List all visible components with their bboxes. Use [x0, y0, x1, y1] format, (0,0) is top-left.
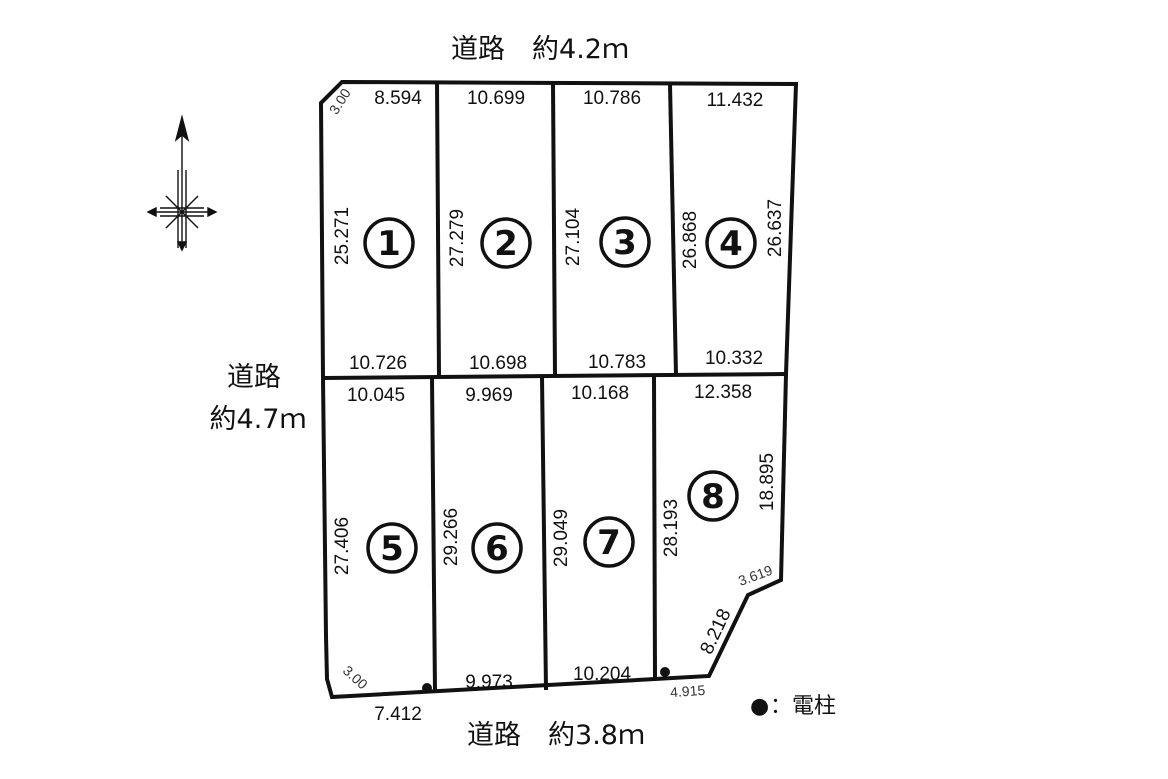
lot-6-number: 6	[485, 529, 509, 569]
lot-7-west-dim: 29.049	[551, 509, 572, 567]
utility-pole-marker	[422, 683, 432, 693]
lot-2: 2	[480, 217, 532, 269]
lot-6-west-dim: 29.266	[441, 508, 462, 566]
lot-7-north-dim: 10.168	[571, 383, 629, 404]
lot-5-north-dim: 10.045	[347, 385, 405, 406]
lot-2-north-dim: 10.699	[467, 88, 525, 109]
lot-4-south-dim: 10.332	[705, 348, 763, 369]
lot-1: 1	[363, 217, 415, 269]
lot-1-number: 1	[377, 224, 401, 264]
north-arrow-compass-icon	[146, 114, 218, 252]
lot-6-north-dim: 9.969	[465, 385, 513, 406]
lot-2-west-dim: 27.279	[447, 209, 468, 267]
legend: ● ：電柱	[750, 694, 836, 719]
lot-3-west-dim: 27.104	[563, 208, 584, 267]
lot-4-west-dim: 26.868	[680, 211, 701, 269]
road-west-label-line1: 道路	[227, 362, 281, 393]
legend-pole-label: ：電柱	[770, 694, 836, 719]
lot-5-corner-dim: 3.00	[340, 662, 371, 692]
lot-4: 4	[705, 217, 757, 269]
lot-1-north-dim: 8.594	[374, 88, 422, 109]
lot-3-south-dim: 10.783	[588, 352, 646, 373]
lot-7-south-dim: 10.204	[573, 664, 632, 685]
lot-6-south-dim: 9.973	[465, 672, 513, 693]
lot-2-south-dim: 10.698	[469, 353, 527, 374]
lot-7: 7	[583, 516, 635, 568]
road-south-label: 道路 約3.8ｍ	[467, 720, 645, 751]
site-outer-boundary	[318, 79, 799, 700]
lot-8-north-dim: 12.358	[694, 382, 752, 403]
lot-8-number: 8	[701, 477, 725, 517]
lot-8-west-dim: 28.193	[661, 499, 682, 557]
lot-5: 5	[366, 522, 418, 574]
lot-8-east-dim: 18.895	[757, 453, 778, 511]
lot-3: 3	[599, 216, 651, 268]
lot-5-south-dim: 7.412	[374, 704, 422, 725]
lot-5-west-dim: 27.406	[332, 517, 353, 575]
lot-4-east-dim: 26.637	[765, 199, 786, 257]
lot-8: 8	[687, 470, 739, 522]
lot-2-number: 2	[494, 224, 518, 264]
lot-1-west-dim: 25.271	[332, 207, 353, 265]
lot-4-north-dim: 11.432	[707, 90, 764, 111]
lot-1-corner-dim: 3.00	[326, 85, 354, 117]
lot-1-south-dim: 10.726	[349, 353, 407, 374]
lot-7-number: 7	[597, 523, 621, 563]
legend-pole-symbol: ●	[750, 694, 769, 719]
lot-5-number: 5	[380, 529, 404, 569]
lot-6: 6	[471, 522, 523, 574]
lot-3-north-dim: 10.786	[583, 88, 641, 109]
lot-3-number: 3	[613, 223, 637, 263]
lot-8-south-dim: 4.915	[670, 682, 706, 700]
utility-pole-marker	[660, 667, 670, 677]
lot-dividers	[322, 82, 787, 693]
road-west-label-line2: 約4.7ｍ	[210, 404, 307, 435]
lot-4-number: 4	[719, 224, 743, 264]
road-north-label: 道路 約4.2ｍ	[451, 34, 629, 65]
